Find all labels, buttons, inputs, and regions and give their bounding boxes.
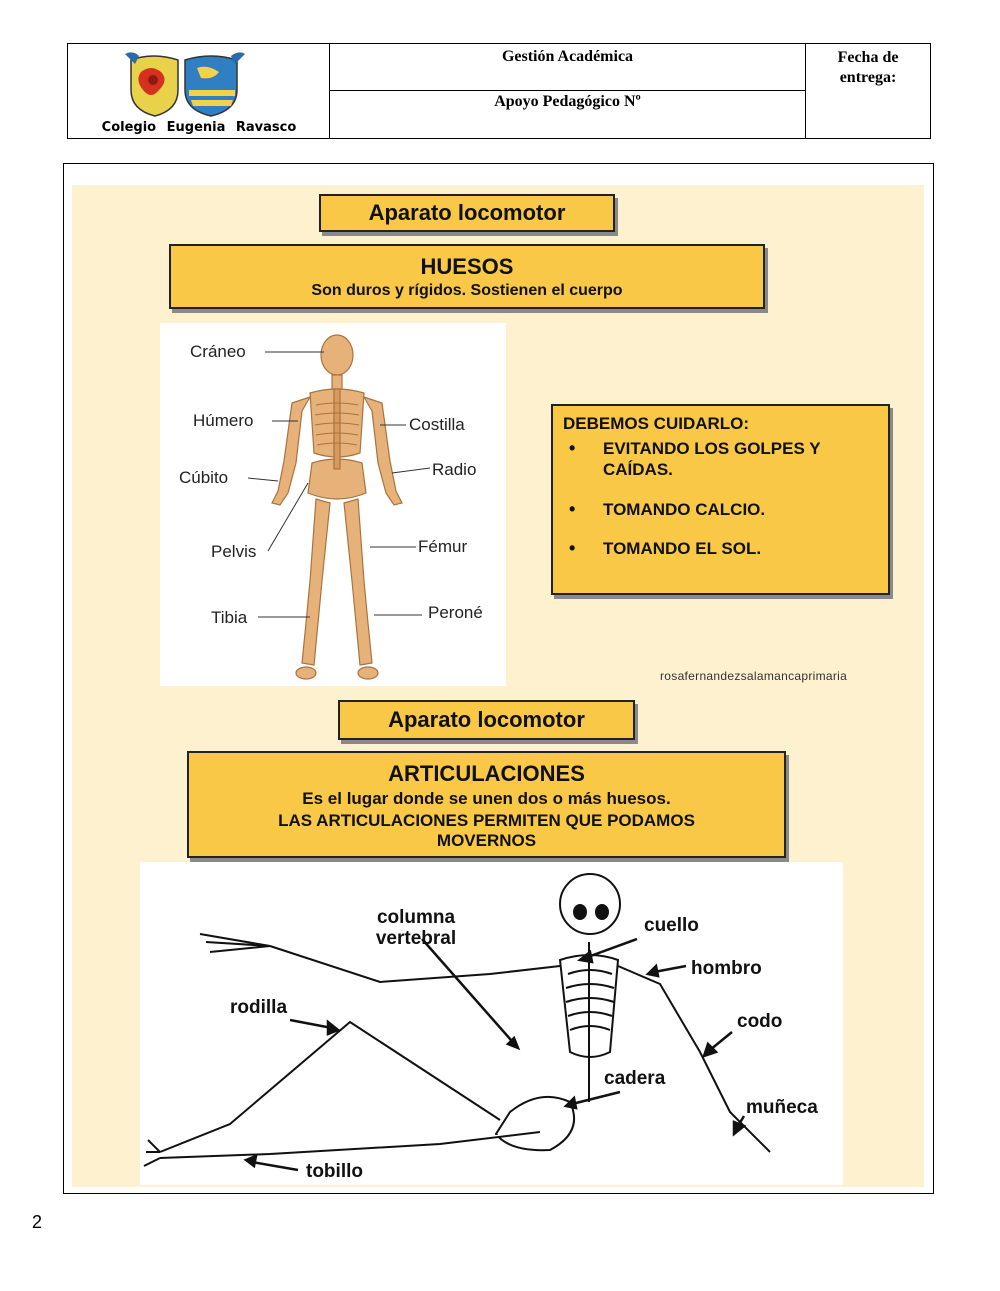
joint-label-hombro: hombro <box>691 958 762 979</box>
area-cell: Gestión Académica <box>330 44 805 91</box>
document-title: Apoyo Pedagógico Nº <box>494 93 641 110</box>
bone-care-title: DEBEMOS CUIDARLO: <box>563 414 750 433</box>
page-number: 2 <box>32 1212 43 1232</box>
articulaciones-title: ARTICULACIONES <box>388 761 585 786</box>
bone-care-item: TOMANDO CALCIO. <box>569 497 878 520</box>
articulaciones-heading: Aparato locomotor <box>388 707 585 732</box>
bone-label-costilla: Costilla <box>409 415 465 434</box>
skeleton-front-image: Cráneo Húmero Cúbito Pelvis Tibia Costil… <box>160 323 506 686</box>
huesos-heading: Aparato locomotor <box>368 200 566 225</box>
content-frame <box>63 163 934 1194</box>
bone-label-cubito: Cúbito <box>179 468 229 487</box>
document-header: Colegio Eugenia Ravasco Gestión Académic… <box>67 43 931 139</box>
due-date-label: Fecha de entrega: <box>837 49 899 86</box>
bone-label-pelvis: Pelvis <box>211 542 257 561</box>
articulaciones-line1: Es el lugar donde se unen dos o más hues… <box>302 789 671 808</box>
joint-label-muneca: muñeca <box>746 1097 818 1118</box>
huesos-title: HUESOS <box>420 254 514 279</box>
bone-label-radio: Radio <box>432 460 477 479</box>
bone-care-box: DEBEMOS CUIDARLO: EVITANDO LOS GOLPES Y … <box>551 404 890 595</box>
bone-care-item: TOMANDO EL SOL. <box>569 537 878 560</box>
header-center-cell: Gestión Académica Apoyo Pedagógico Nº <box>330 44 806 138</box>
school-name: Colegio Eugenia Ravasco <box>101 120 297 135</box>
huesos-heading-box: Aparato locomotor <box>319 194 615 232</box>
joint-label-rodilla: rodilla <box>230 997 288 1018</box>
skeleton-front-illustration <box>247 334 431 680</box>
bone-label-femur: Fémur <box>418 537 468 556</box>
bone-label-perone: Peroné <box>428 603 483 622</box>
bone-label-craneo: Cráneo <box>190 342 246 361</box>
joint-label-codo: codo <box>737 1011 783 1032</box>
skeleton-reclining-illustration <box>143 873 771 1172</box>
articulaciones-line2: LAS ARTICULACIONES PERMITEN QUE PODAMOS … <box>278 811 695 850</box>
bone-care-list: EVITANDO LOS GOLPES Y CAÍDAS. TOMANDO CA… <box>563 437 878 560</box>
joint-label-tobillo: tobillo <box>306 1161 363 1182</box>
school-crest-logo <box>125 52 245 117</box>
bone-label-humero: Húmero <box>193 411 254 430</box>
joint-label-columna: columna vertebral <box>375 907 457 949</box>
articulaciones-heading-box: Aparato locomotor <box>338 700 635 740</box>
huesos-title-box: HUESOS Son duros y rígidos. Sostienen el… <box>169 244 765 309</box>
joint-label-cadera: cadera <box>604 1068 666 1089</box>
image-credit: rosafernandezsalamancaprimaria <box>660 669 848 683</box>
bone-label-tibia: Tibia <box>211 608 248 627</box>
skeleton-joints-image: columna vertebral cuello hombro rodilla … <box>140 862 843 1185</box>
bone-care-item: EVITANDO LOS GOLPES Y CAÍDAS. <box>569 437 878 481</box>
huesos-subtitle: Son duros y rígidos. Sostienen el cuerpo <box>311 282 623 299</box>
articulaciones-title-box: ARTICULACIONES Es el lugar donde se unen… <box>187 751 786 858</box>
due-date-cell: Fecha de entrega: <box>806 44 930 138</box>
area-title: Gestión Académica <box>501 48 634 65</box>
joint-label-cuello: cuello <box>644 915 699 936</box>
school-logo-cell: Colegio Eugenia Ravasco <box>68 44 330 138</box>
